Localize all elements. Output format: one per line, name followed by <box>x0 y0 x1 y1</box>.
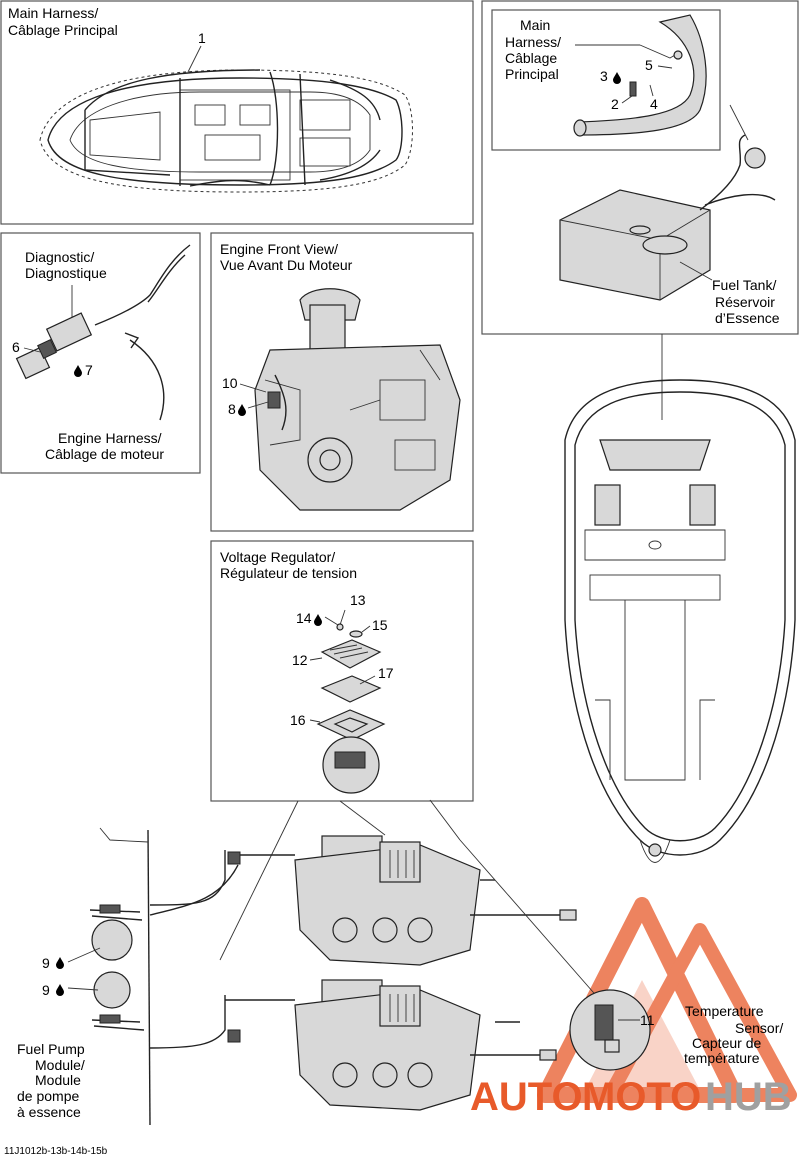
fuel-pump-upper: 9 <box>42 904 143 971</box>
oil-drop-icon <box>613 72 621 84</box>
callout-6: 6 <box>12 339 20 355</box>
oil-drop-icon <box>238 404 246 416</box>
watermark-part2: MOTO <box>582 1075 701 1119</box>
temperature-sensor-drawing <box>459 839 651 1071</box>
label-fuel-pump-2: Module/ <box>35 1057 85 1073</box>
callout-12: 12 <box>292 652 308 668</box>
label-fuel-pump-5: à essence <box>17 1104 81 1120</box>
callout-13: 13 <box>350 592 366 608</box>
panel-main-harness: Main Harness/ Câblage Principal 1 <box>0 0 474 225</box>
label-main-harness-2-l3: Câblage <box>505 50 557 66</box>
label-fuel-pump-1: Fuel Pump <box>17 1041 85 1057</box>
hull-top-view-drawing <box>39 69 413 193</box>
boat-top-view-drawing <box>564 334 796 863</box>
label-main-harness-2-l1: Main <box>520 17 550 33</box>
callout-9-upper: 9 <box>42 955 50 971</box>
label-diagnostic-fr: Diagnostique <box>25 265 107 281</box>
label-main-harness-en: Main Harness/ <box>8 5 98 21</box>
diagnostic-connector-drawing <box>15 244 191 380</box>
panel-engine-front-view: Engine Front View/ Vue Avant Du Moteur 1… <box>210 232 474 532</box>
callout-15: 15 <box>372 617 388 633</box>
label-fuel-pump-4: de pompe <box>17 1088 79 1104</box>
label-engine-front-en: Engine Front View/ <box>220 241 338 257</box>
panel-fuel-tank: Main Harness/ Câblage Principal 5 3 4 2 <box>481 0 799 335</box>
callout-8: 8 <box>228 401 236 417</box>
callout-1: 1 <box>198 30 206 46</box>
callout-10: 10 <box>222 375 238 391</box>
engine-assembly-lower <box>149 979 557 1111</box>
watermark-part3: HUB <box>705 1075 792 1119</box>
drawing-code: 11J1012b-13b-14b-15b <box>4 1146 108 1157</box>
oil-drop-icon <box>74 365 82 377</box>
voltage-regulator-drawing <box>309 609 386 794</box>
label-temp-sensor-2: Sensor/ <box>735 1020 783 1036</box>
label-temp-sensor-4: température <box>684 1050 760 1066</box>
label-engine-front-fr: Vue Avant Du Moteur <box>220 257 353 273</box>
label-engine-harness-en: Engine Harness/ <box>58 430 162 446</box>
label-temp-sensor-1: Temperature <box>685 1003 764 1019</box>
callout-9-lower: 9 <box>42 982 50 998</box>
panel-voltage-regulator: Voltage Regulator/ Régulateur de tension… <box>210 540 474 802</box>
callout-3: 3 <box>600 68 608 84</box>
fuel-pump-lower: 9 <box>42 971 145 1031</box>
oil-drop-icon <box>56 957 64 969</box>
callout-11: 11 <box>640 1012 655 1028</box>
engine-front-drawing <box>254 288 461 511</box>
callout-16: 16 <box>290 712 306 728</box>
callout-4: 4 <box>650 96 658 112</box>
callout-7: 7 <box>85 362 93 378</box>
callout-5: 5 <box>645 57 653 73</box>
label-main-harness-2-l2: Harness/ <box>505 34 561 50</box>
label-engine-harness-fr: Câblage de moteur <box>45 446 164 462</box>
label-fuel-tank-fr2: d’Essence <box>715 310 780 326</box>
watermark-part1: AUTO <box>470 1075 583 1119</box>
label-diagnostic-en: Diagnostic/ <box>25 249 94 265</box>
label-main-harness-2-l4: Principal <box>505 66 559 82</box>
label-voltage-reg-en: Voltage Regulator/ <box>220 549 335 565</box>
label-voltage-reg-fr: Régulateur de tension <box>220 565 357 581</box>
label-fuel-tank-en: Fuel Tank/ <box>712 277 776 293</box>
label-fuel-pump-3: Module <box>35 1072 81 1088</box>
panel-diagnostic: Diagnostic/ Diagnostique 6 7 Engine Harn… <box>0 232 201 474</box>
label-fuel-tank-fr1: Réservoir <box>715 294 775 310</box>
watermark-text: AUTO MOTO HUB <box>470 1075 792 1119</box>
label-temp-sensor-3: Capteur de <box>692 1035 761 1051</box>
oil-drop-icon <box>314 614 322 626</box>
label-main-harness-fr: Câblage Principal <box>8 22 118 38</box>
fuel-tank-drawing <box>559 104 776 301</box>
callout-17: 17 <box>378 665 394 681</box>
filler-neck-drawing <box>573 14 707 137</box>
callout-2: 2 <box>611 96 619 112</box>
oil-drop-icon <box>56 984 64 996</box>
callout-14: 14 <box>296 610 312 626</box>
watermark-logo <box>537 897 797 1103</box>
engine-assembly-upper <box>99 827 577 1126</box>
